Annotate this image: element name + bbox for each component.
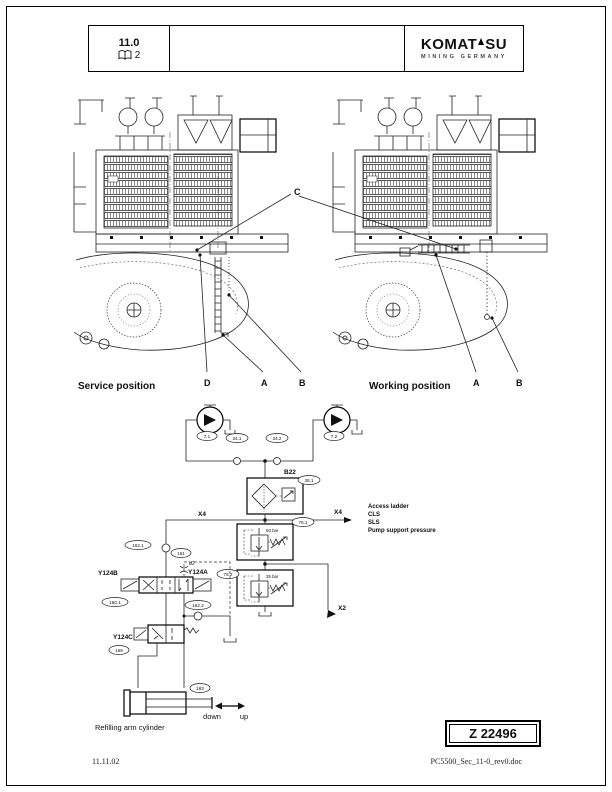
filter-b22: B22 38.1 (246, 469, 321, 524)
valve-162-2-label: 162.2 (192, 603, 204, 608)
callouts-right: A B (434, 253, 523, 388)
orifice-162-1-label: 162.1 (132, 543, 144, 548)
filter-id-label: 38.1 (305, 478, 314, 483)
machine-figures-svg: C D A B A B Service position Working pos… (73, 95, 548, 392)
callouts-left: D A B (198, 253, 306, 388)
solenoid-y124b-label: Y124B (98, 570, 118, 577)
caption-service-position: Service position (78, 381, 155, 392)
orifice-161-size: ø2 (189, 561, 195, 567)
pump-1-label: 7.1 (204, 434, 211, 439)
solenoid-y124b (120, 578, 140, 592)
drawing-number: Z 22496 (449, 724, 537, 743)
machine-drawing-service (73, 95, 289, 351)
solenoid-y124a-label: Y124A (188, 569, 208, 576)
pressure-valve-35bar-id: 76.2 (224, 572, 233, 577)
x4-label-right: X4 (334, 509, 342, 516)
orifice-162-1: 162.1 (124, 540, 171, 577)
x4-label-left: X4 (198, 511, 206, 518)
figure-area: C D A B A B Service position Working pos… (66, 90, 548, 395)
callout-letter-b-left: B (299, 378, 306, 388)
callout-letter-c: C (294, 187, 301, 197)
pressure-valve-60bar-setting: 60 bar (266, 528, 279, 533)
footer-filename: PC5500_Sec_11-0_rev0.doc (430, 757, 522, 766)
valve-159-label: 159 (115, 648, 123, 653)
brand-text-left: KOMAT (420, 35, 478, 53)
drawing-number-box: Z 22496 (445, 720, 541, 747)
section-number: 11.0 (118, 36, 140, 49)
cylinder-163-label: 163 (196, 686, 204, 691)
arrow-right-icon (238, 702, 245, 710)
machine-drawing-working (332, 95, 548, 351)
callout-c: C (195, 187, 458, 252)
chain-bracket (479, 239, 493, 253)
refilling-arm-cylinder: 163 (123, 683, 213, 717)
callout-letter-b-right: B (516, 378, 523, 388)
valve-y124b-y124a: Y124B Y124A 160.1 162.2 (98, 569, 212, 610)
callout-letter-d: D (204, 378, 211, 388)
pump-2: 7.2 (323, 404, 363, 441)
solenoid-y124c (133, 627, 149, 641)
brand-subtitle: MINING GERMANY (421, 53, 507, 60)
stroke-direction-arrows: down up (203, 702, 248, 721)
page-count: 2 (134, 49, 141, 61)
header-box: 11.0 2 KOMAT SU MINING GERMANY (88, 25, 524, 72)
valve-y124c: Y124C 159 (108, 624, 200, 688)
footer-date: 11.11.02 (92, 757, 120, 766)
pressure-valve-60bar: 60 bar 76.1 (236, 517, 315, 561)
chain-hook (484, 314, 490, 320)
brand-logo: KOMAT SU (420, 35, 508, 53)
header-section-cell: 11.0 2 (89, 26, 170, 71)
x4-target-1: Access ladder (368, 504, 409, 510)
pressure-valve-35bar: 35 bar 76.2 (216, 569, 294, 617)
callout-letter-a-left: A (261, 378, 268, 388)
callout-letter-a-right: A (473, 378, 480, 388)
pump-bus: 34.1 34.2 (185, 419, 324, 478)
solenoid-y124c-label: Y124C (113, 634, 133, 641)
ladder-pivot (209, 241, 227, 255)
caption-working-position: Working position (369, 381, 450, 392)
check-valve-2 (273, 457, 281, 465)
check-valve-2-label: 34.2 (273, 436, 282, 441)
check-valve-1 (233, 457, 241, 465)
arrow-left-icon (215, 702, 222, 710)
arrow-up-label: up (240, 712, 248, 721)
x2-label: X2 (338, 605, 346, 612)
brand-text-right: SU (485, 35, 508, 53)
cylinder-caption: Refilling arm cylinder (95, 723, 165, 732)
pressure-valve-60bar-id: 76.1 (299, 520, 308, 525)
x4-arrow (344, 517, 352, 523)
hydraulic-schematic: 7.1 7.2 34.1 34.2 (88, 398, 478, 742)
x4-target-2: CLS (368, 512, 380, 518)
header-empty-cell (170, 26, 405, 71)
orifice-161: ø2 161 (170, 548, 231, 616)
arrow-down-label: down (203, 712, 221, 721)
valve-160-1-label: 160.1 (109, 600, 121, 605)
x4-target-3: SLS (368, 520, 380, 526)
access-ladder-down (214, 257, 229, 337)
pressure-valve-35bar-setting: 35 bar (266, 574, 279, 579)
schematic-svg: 7.1 7.2 34.1 34.2 (95, 404, 436, 732)
tank-symbol-1 (258, 606, 272, 617)
filter-name-label: B22 (284, 469, 296, 476)
brand-wedge-icon (478, 37, 485, 45)
check-valve-1-label: 34.1 (233, 436, 242, 441)
pump-2-label: 7.2 (331, 434, 338, 439)
x4-line: X4 X4 Access ladder CLS SLS Pump support… (165, 504, 436, 544)
header-brand-cell: KOMAT SU MINING GERMANY (405, 26, 523, 71)
solenoid-y124a (192, 578, 212, 592)
x2-arrow (327, 610, 336, 618)
x4-target-list: Access ladder CLS SLS Pump support press… (368, 504, 436, 534)
x4-target-4: Pump support pressure (368, 528, 436, 534)
orifice-161-label: 161 (177, 551, 185, 556)
x2-line: X2 (263, 560, 346, 618)
book-icon (118, 50, 132, 60)
